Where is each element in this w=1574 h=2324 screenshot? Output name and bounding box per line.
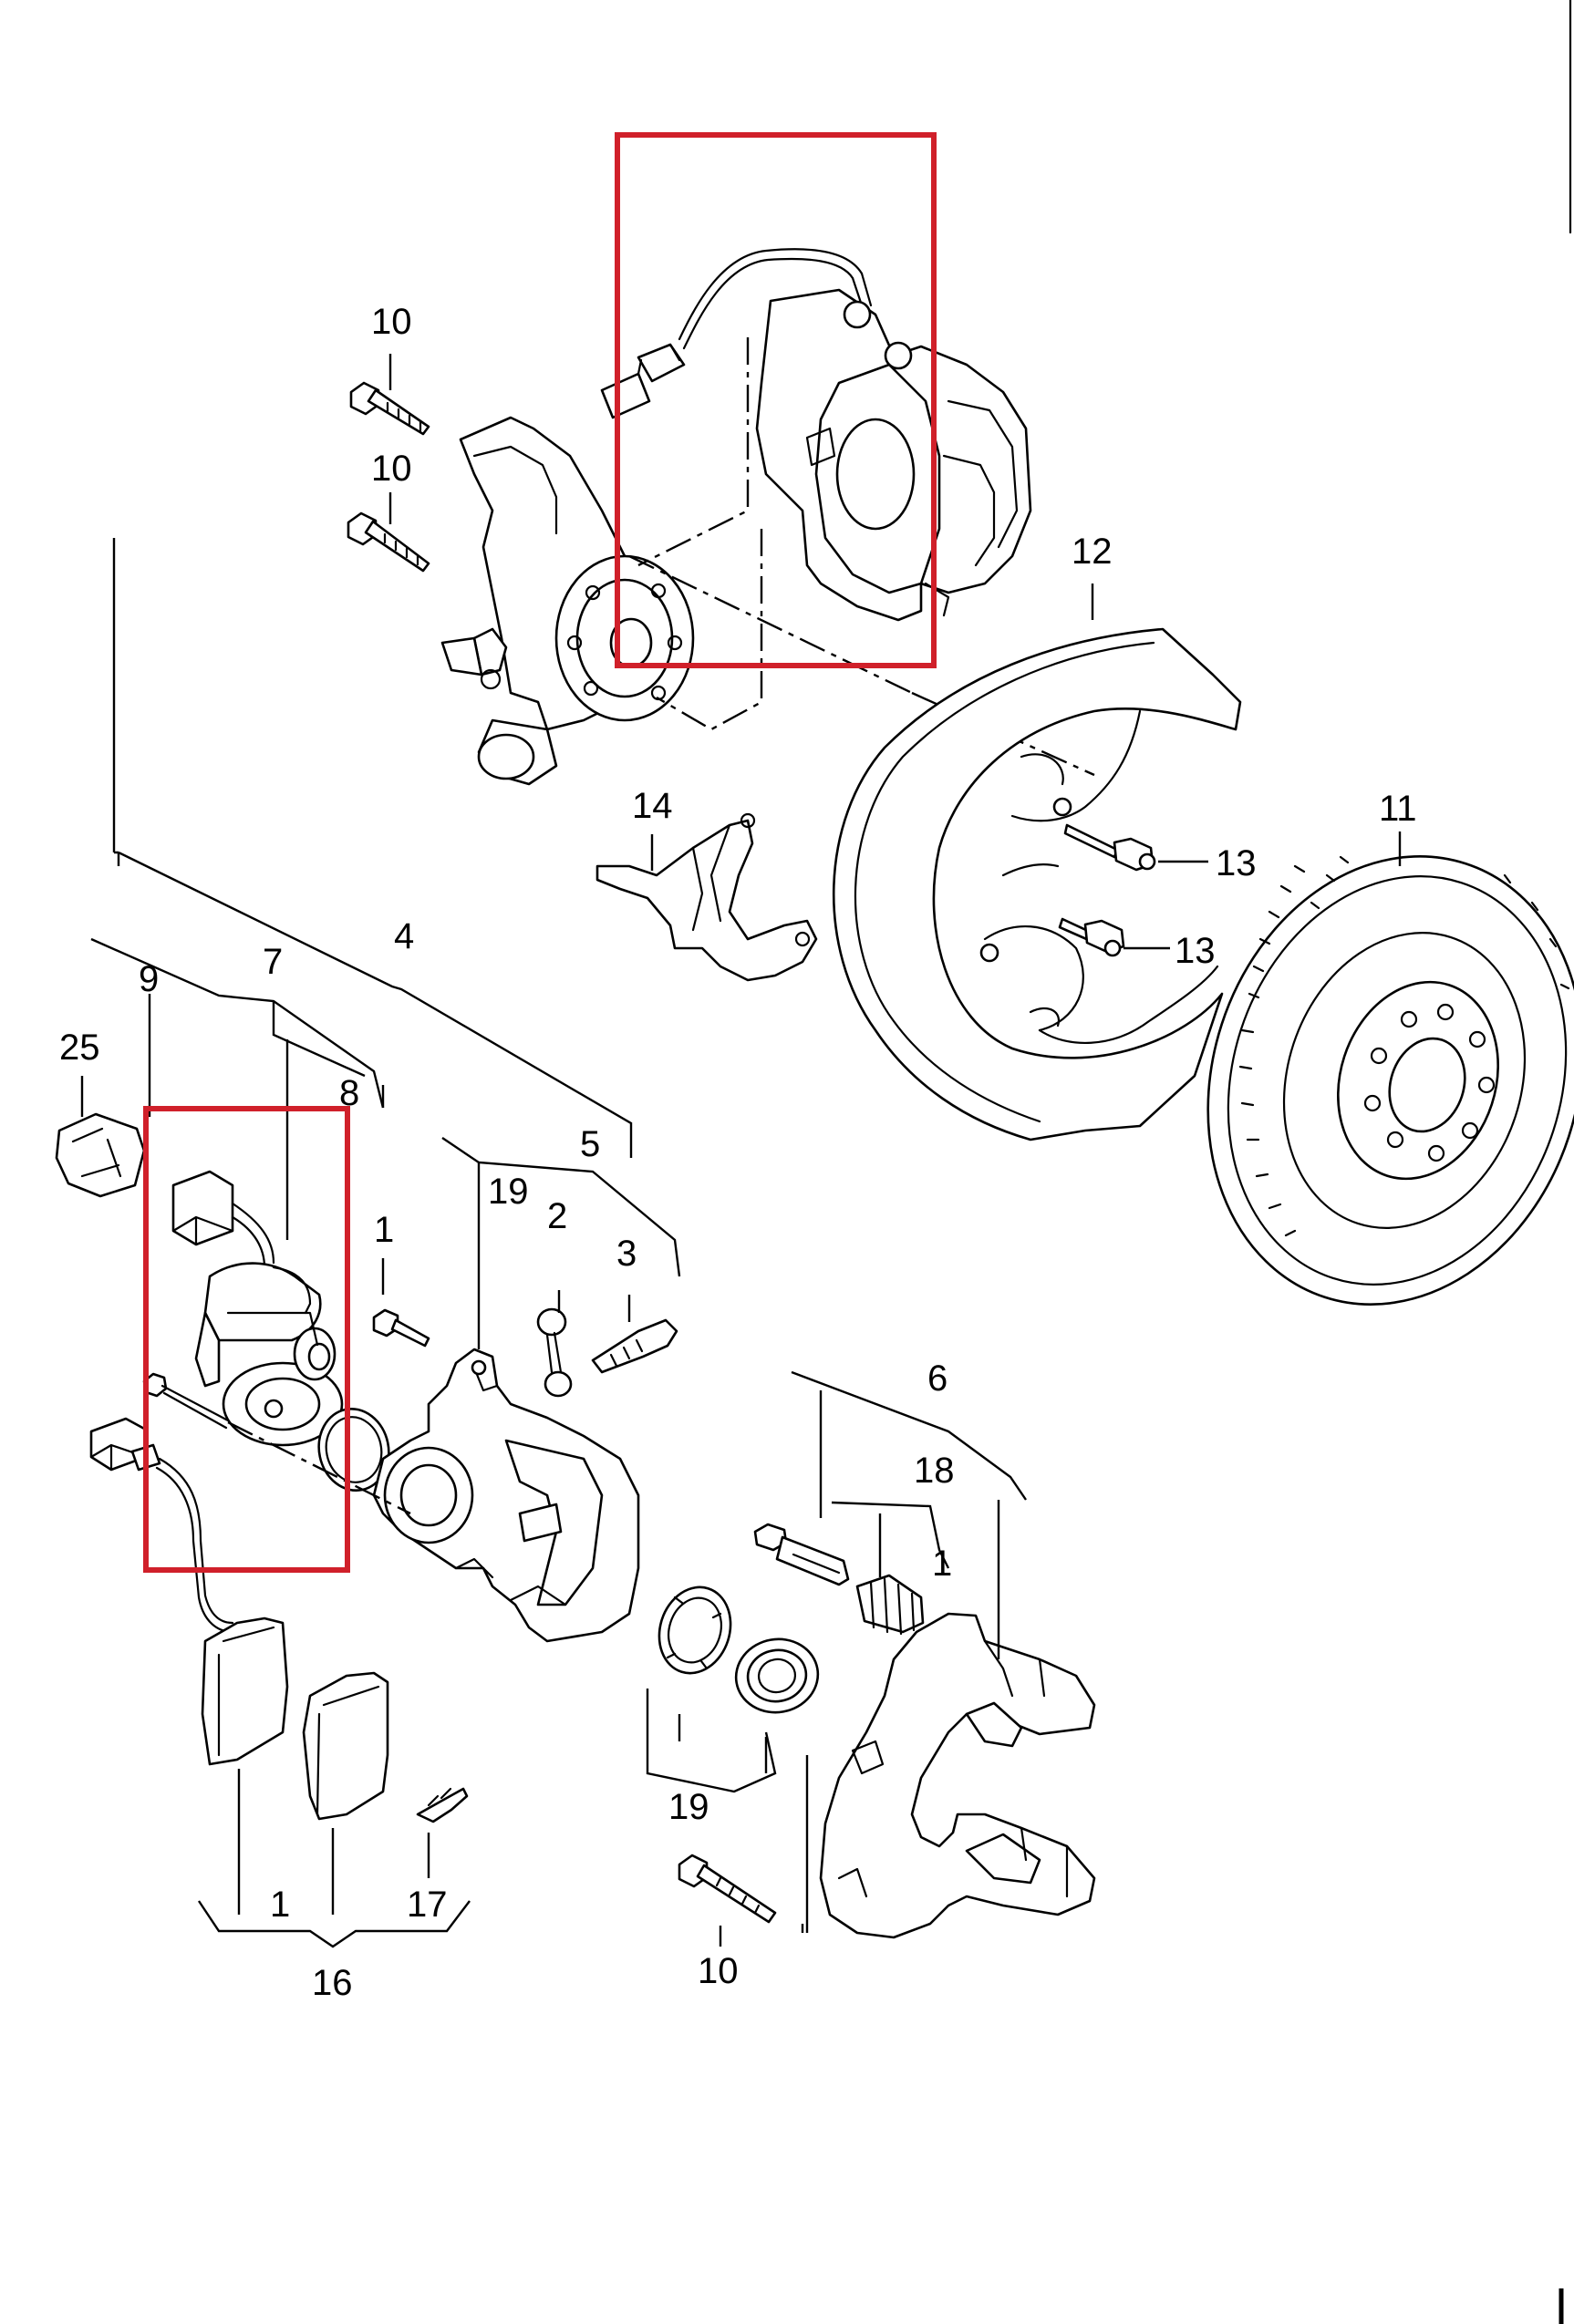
bushing-19-right: [734, 1637, 820, 1714]
parking-brake-motor-7: [171, 1170, 344, 1447]
callout-5: 5: [580, 1124, 600, 1164]
bleeder-valve-3: [591, 1318, 678, 1374]
callout-labels: 10 10 12 14 11 13 13 4 9 7 25 8 5 19 1 2…: [59, 302, 1417, 2003]
highlight-box-motor-assembly: [143, 1106, 350, 1573]
callout-25: 25: [59, 1028, 100, 1068]
callout-9: 9: [139, 959, 159, 999]
callout-14: 14: [632, 786, 673, 826]
caliper-housing: [372, 1348, 640, 1643]
bolt-10-lower: [347, 511, 430, 573]
guide-pin-boot-18: [855, 1574, 925, 1636]
callout-11: 11: [1379, 789, 1417, 829]
callout-1-lower: 1: [270, 1885, 290, 1925]
bolt-10-upper: [349, 381, 430, 436]
seal-ring-19-left: [658, 1585, 732, 1675]
disc-vent-slots: [1238, 855, 1570, 1237]
brake-pad-outer: [201, 1616, 289, 1766]
brake-disc: [1206, 855, 1574, 1306]
callout-17: 17: [407, 1885, 448, 1925]
callout-2: 2: [547, 1196, 567, 1236]
callout-3: 3: [616, 1234, 637, 1274]
screw-9: [142, 1372, 230, 1430]
steering-knuckle: [440, 416, 695, 786]
bolt-10-lower-carrier: [678, 1854, 777, 1924]
callout-18: 18: [914, 1451, 955, 1491]
bleeder-cap-2: [536, 1307, 573, 1398]
callout-6: 6: [927, 1358, 948, 1399]
pad-spring-17: [416, 1787, 469, 1823]
callout-12: 12: [1072, 532, 1113, 572]
callout-10-middle: 10: [371, 449, 412, 489]
caliper-carrier: [819, 1612, 1096, 1939]
callout-19-upper: 19: [488, 1172, 529, 1212]
screw-13-upper: [1063, 823, 1156, 872]
callout-8: 8: [339, 1073, 359, 1113]
bracket-14: [595, 812, 818, 982]
guide-pin-bolt-6: [753, 1523, 850, 1586]
callout-16: 16: [312, 1963, 353, 2003]
callout-1-upper: 1: [374, 1210, 394, 1250]
callout-10-upper: 10: [371, 302, 412, 342]
wear-sensor-wire-top: [600, 248, 873, 419]
callout-13-lower: 13: [1175, 931, 1216, 971]
bolt-1-upper: [372, 1308, 430, 1348]
callout-19-lower: 19: [668, 1787, 709, 1827]
callout-4: 4: [394, 916, 414, 956]
wear-sensor-wire-lower: [89, 1417, 234, 1634]
brake-dust-shield: [832, 627, 1242, 1141]
screw-13-lower: [1058, 917, 1125, 957]
callout-1-right: 1: [932, 1544, 952, 1584]
brake-caliper-top: [755, 288, 1032, 622]
callout-13-upper: 13: [1216, 843, 1257, 883]
highlight-box-caliper-top: [615, 132, 937, 668]
connector-25: [55, 1112, 146, 1198]
callout-10-lower: 10: [698, 1951, 739, 1991]
leader-lines: [80, 354, 1402, 1948]
callout-7: 7: [263, 942, 283, 982]
assembly-axis-lines-lower: [227, 1420, 804, 1933]
brake-pad-inner: [302, 1671, 389, 1821]
